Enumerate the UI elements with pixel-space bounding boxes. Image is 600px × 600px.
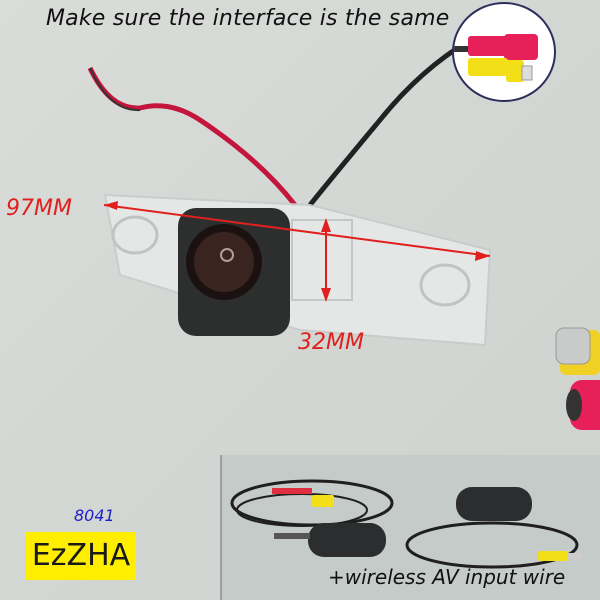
brand-badge: EzZHA: [26, 532, 136, 580]
headline: Make sure the interface is the same: [46, 6, 450, 31]
wireless-av-inset: +wireless AV input wire: [220, 455, 600, 600]
width-dimension-label: 97MM: [6, 196, 72, 221]
connector-inset: [452, 2, 556, 102]
height-dimension-label: 32MM: [298, 330, 364, 355]
rca-connector-icon: [454, 34, 538, 82]
wireless-av-caption: +wireless AV input wire: [328, 565, 566, 589]
wireless-transmitter-photo: [230, 479, 582, 569]
model-number: 8041: [74, 506, 115, 525]
